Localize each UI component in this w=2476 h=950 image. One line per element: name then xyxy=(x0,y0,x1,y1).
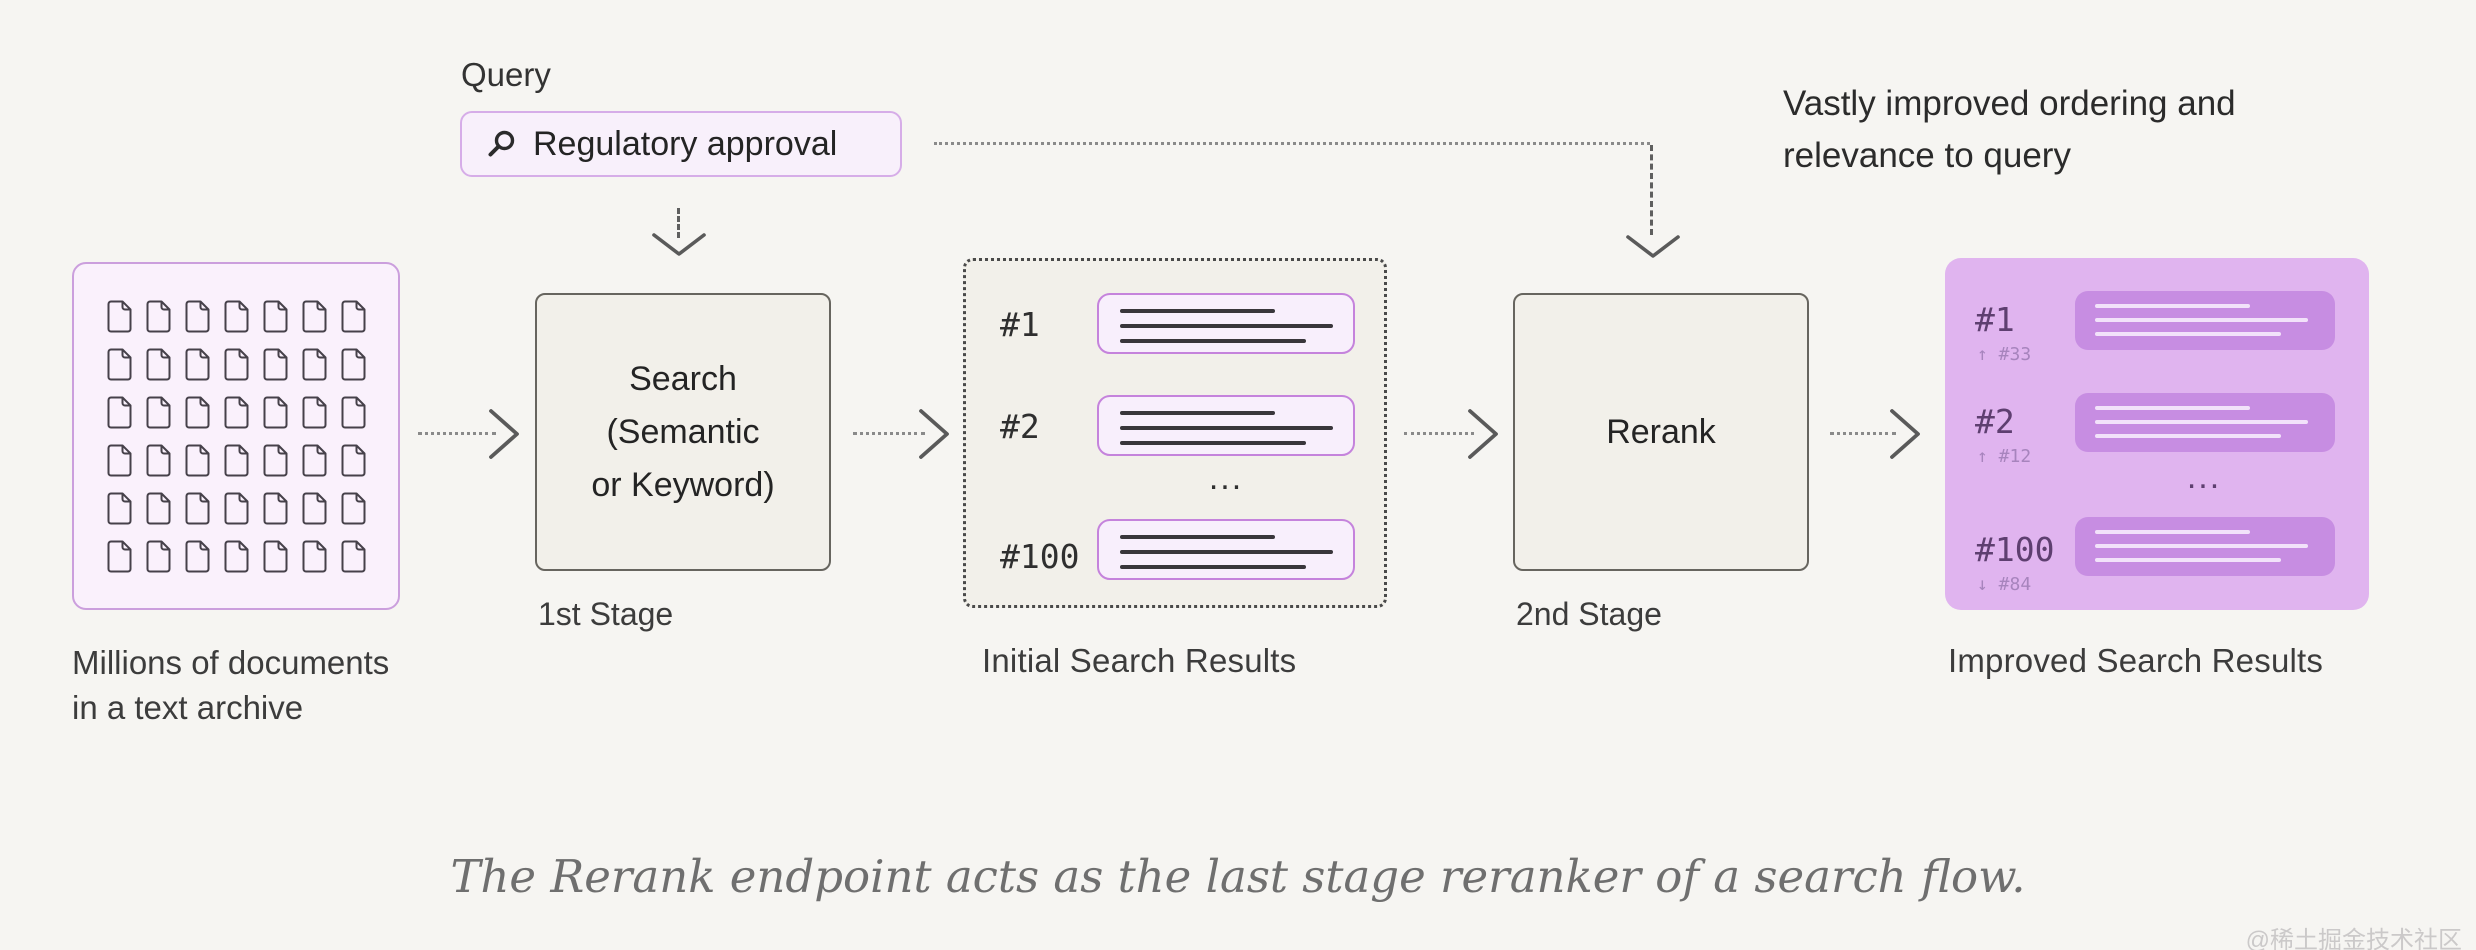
document-icon xyxy=(146,540,171,573)
result-pill xyxy=(1097,519,1355,580)
document-icon xyxy=(185,396,210,429)
document-icon xyxy=(224,444,249,477)
document-icon xyxy=(107,444,132,477)
document-icon xyxy=(341,540,366,573)
document-icon xyxy=(302,444,327,477)
search-to-results-line xyxy=(853,432,925,435)
arrow-down-icon xyxy=(650,231,708,264)
initial-ellipsis: ... xyxy=(1208,459,1244,497)
search-line1: Search xyxy=(629,359,737,398)
arrow-down-icon xyxy=(1624,233,1682,266)
query-to-search-line xyxy=(677,208,680,238)
document-icon xyxy=(224,540,249,573)
improved-ellipsis: ... xyxy=(2186,458,2222,496)
document-icon xyxy=(107,540,132,573)
watermark: @稀土掘金技术社区 xyxy=(2245,927,2462,950)
document-icon xyxy=(185,540,210,573)
query-search-box: Regulatory approval xyxy=(460,111,902,177)
document-icon xyxy=(263,492,288,525)
document-icon xyxy=(224,396,249,429)
document-icon xyxy=(107,348,132,381)
stage1-label: 1st Stage xyxy=(538,596,674,632)
docs-to-search-line xyxy=(418,432,496,435)
initial-results-panel: #1 #2 ... #100 xyxy=(963,258,1387,608)
magnifier-icon xyxy=(486,129,516,159)
initial-rank-1: #1 xyxy=(1000,305,1040,344)
document-icon xyxy=(146,348,171,381)
document-icon xyxy=(302,492,327,525)
results-to-rerank-line xyxy=(1404,432,1474,435)
arrow-right-icon xyxy=(1888,407,1924,466)
rerank-label: Rerank xyxy=(1606,412,1716,451)
improved-results-caption: Improved Search Results xyxy=(1948,642,2324,679)
improved-rank-100-change: ↓ #84 xyxy=(1977,574,2032,595)
document-icon xyxy=(107,396,132,429)
initial-rank-100: #100 xyxy=(1000,537,1080,576)
document-icon xyxy=(185,444,210,477)
improved-rank-1-change: ↑ #33 xyxy=(1977,344,2032,365)
document-icon xyxy=(302,300,327,333)
document-icon xyxy=(341,348,366,381)
improved-rank-100: #100 xyxy=(1975,530,2055,569)
initial-rank-2: #2 xyxy=(1000,407,1040,446)
document-icon xyxy=(302,348,327,381)
result-pill xyxy=(2075,291,2335,350)
improved-rank-2-change: ↑ #12 xyxy=(1977,446,2032,467)
result-pill xyxy=(1097,293,1355,354)
improved-results-panel: #1 ↑ #33 #2 ↑ #12 ... #100 ↓ #84 xyxy=(1945,258,2369,610)
document-icon xyxy=(263,540,288,573)
document-icon xyxy=(185,300,210,333)
document-icon xyxy=(341,300,366,333)
document-icon xyxy=(107,300,132,333)
figure-caption: The Rerank endpoint acts as the last sta… xyxy=(450,850,2026,903)
query-to-rerank-line-v xyxy=(1650,145,1653,235)
document-icon xyxy=(146,492,171,525)
search-box: Search (Semantic or Keyword) xyxy=(535,293,831,571)
improvement-annotation-line2: relevance to query xyxy=(1783,136,2071,175)
improved-rank-1: #1 xyxy=(1975,300,2015,339)
query-to-rerank-line-h xyxy=(934,142,1650,145)
document-icon xyxy=(146,396,171,429)
document-icon xyxy=(185,348,210,381)
initial-results-caption: Initial Search Results xyxy=(982,642,1297,679)
arrow-right-icon xyxy=(1466,407,1502,466)
rerank-to-improved-line xyxy=(1830,432,1896,435)
document-icon xyxy=(263,444,288,477)
document-icon xyxy=(302,396,327,429)
improvement-annotation-line1: Vastly improved ordering and xyxy=(1783,84,2236,123)
document-icon xyxy=(146,300,171,333)
document-icon xyxy=(107,492,132,525)
document-icon xyxy=(263,396,288,429)
improved-rank-2: #2 xyxy=(1975,402,2015,441)
search-line3: or Keyword) xyxy=(591,465,775,504)
arrow-right-icon xyxy=(917,407,953,466)
document-icon xyxy=(341,492,366,525)
stage2-label: 2nd Stage xyxy=(1516,596,1662,632)
document-icon xyxy=(224,300,249,333)
search-line2: (Semantic xyxy=(606,412,760,451)
document-icon xyxy=(341,444,366,477)
result-pill xyxy=(1097,395,1355,456)
rerank-box: Rerank xyxy=(1513,293,1809,571)
documents-caption-line2: in a text archive xyxy=(72,689,304,726)
query-label: Query xyxy=(461,56,551,93)
documents-caption-line1: Millions of documents xyxy=(72,644,390,681)
document-icon xyxy=(263,348,288,381)
document-icon xyxy=(263,300,288,333)
document-icon xyxy=(224,348,249,381)
improvement-annotation: Vastly improved ordering and relevance t… xyxy=(1783,78,2236,182)
query-text: Regulatory approval xyxy=(533,124,838,163)
document-icon xyxy=(302,540,327,573)
arrow-right-icon xyxy=(487,407,523,466)
document-icon xyxy=(185,492,210,525)
documents-caption: Millions of documents in a text archive xyxy=(72,640,389,730)
documents-grid xyxy=(72,262,400,610)
document-icon xyxy=(146,444,171,477)
document-icon xyxy=(341,396,366,429)
result-pill xyxy=(2075,517,2335,576)
result-pill xyxy=(2075,393,2335,452)
document-icon xyxy=(224,492,249,525)
